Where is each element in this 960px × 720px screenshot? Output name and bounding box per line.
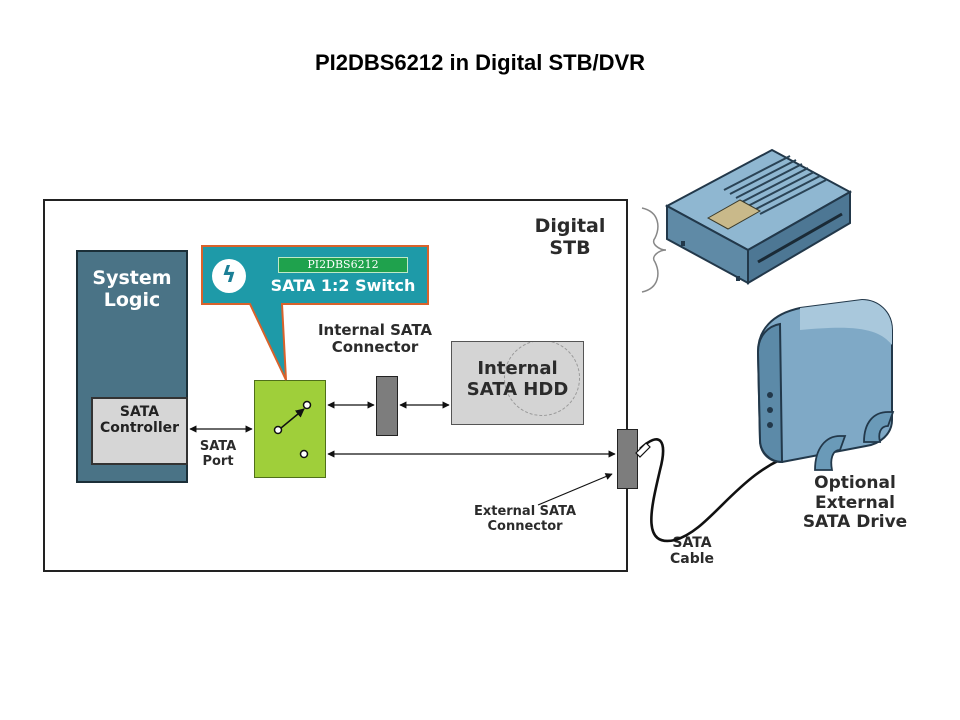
slide-title: PI2DBS6212 in Digital STB/DVR — [314, 50, 646, 75]
system-logic-label: System Logic — [92, 267, 172, 311]
internal-connector-label: Internal SATA Connector — [317, 321, 433, 357]
switch-symbol — [273, 400, 312, 459]
optional-drive-label: Optional External SATA Drive — [802, 473, 908, 533]
internal-sata-connector — [376, 376, 398, 436]
digital-stb-label: Digital STB — [534, 215, 606, 259]
callout-title: SATA 1:2 Switch — [270, 276, 416, 295]
stb-brace — [641, 207, 667, 293]
cable-plug-left-icon — [635, 442, 651, 458]
part-number-chip: PI2DBS6212 — [278, 257, 408, 273]
external-connector-label: External SATA Connector — [473, 504, 577, 534]
pericom-logo-icon: ϟ — [212, 259, 246, 293]
sata-port-label: SATA Port — [199, 439, 237, 469]
sata-controller-label: SATA Controller — [99, 404, 180, 437]
set-top-box-icon — [664, 148, 853, 285]
external-drive-icon — [756, 298, 895, 471]
external-sata-connector — [617, 429, 638, 489]
sata-switch-block — [254, 380, 326, 478]
external-connector-pointer-arrow — [537, 473, 613, 506]
sata-controller-block — [91, 397, 188, 465]
logo-glyph: ϟ — [221, 263, 237, 288]
internal-hdd-label: Internal SATA HDD — [466, 358, 569, 400]
sata-cable — [639, 438, 801, 543]
sata-cable-label: SATA Cable — [669, 535, 715, 568]
callout-bubble — [201, 245, 429, 381]
internal-hdd-block — [451, 341, 584, 425]
hdd-platter-circle — [504, 342, 580, 416]
